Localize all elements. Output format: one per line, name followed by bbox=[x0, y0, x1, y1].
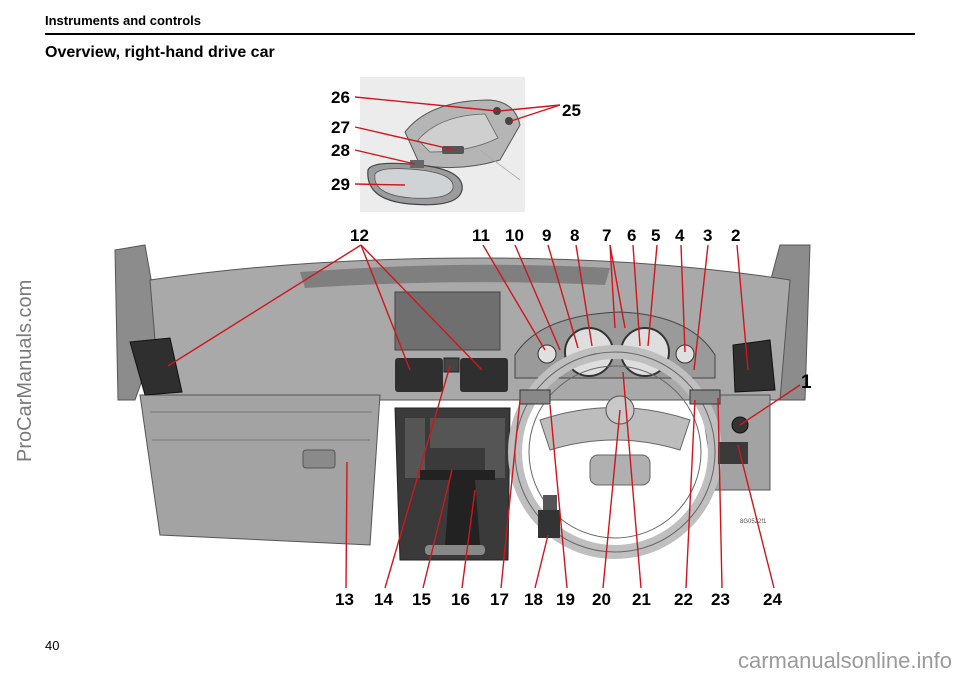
page-number: 40 bbox=[45, 638, 60, 653]
callout-12: 12 bbox=[350, 226, 369, 245]
callout-19: 19 bbox=[556, 590, 575, 609]
leader-lines bbox=[167, 96, 801, 589]
callout-numbers: 26 25 27 28 29 12 11 10 9 8 7 6 5 4 3 2 … bbox=[331, 88, 812, 609]
page-title: Overview, right-hand drive car bbox=[45, 44, 275, 61]
callout-15: 15 bbox=[412, 590, 431, 609]
callout-7: 7 bbox=[602, 226, 611, 245]
callout-8: 8 bbox=[570, 226, 579, 245]
section-header: Instruments and controls bbox=[45, 13, 202, 28]
callout-28: 28 bbox=[331, 141, 350, 160]
side-watermark: ProCarManuals.com bbox=[14, 279, 36, 462]
callout-25: 25 bbox=[562, 101, 581, 120]
dashboard-body bbox=[114, 244, 811, 561]
overhead-console-inset bbox=[360, 77, 525, 212]
callout-23: 23 bbox=[711, 590, 730, 609]
callout-24: 24 bbox=[763, 590, 782, 609]
callout-13: 13 bbox=[335, 590, 354, 609]
callout-22: 22 bbox=[674, 590, 693, 609]
callout-11: 11 bbox=[472, 226, 490, 245]
callout-1: 1 bbox=[801, 372, 812, 393]
callout-18: 18 bbox=[524, 590, 543, 609]
callout-27: 27 bbox=[331, 118, 350, 137]
callout-5: 5 bbox=[651, 226, 660, 245]
callout-21: 21 bbox=[632, 590, 651, 609]
callout-20: 20 bbox=[592, 590, 611, 609]
callout-14: 14 bbox=[374, 590, 393, 609]
callout-26: 26 bbox=[331, 88, 350, 107]
callout-17: 17 bbox=[490, 590, 509, 609]
callout-29: 29 bbox=[331, 175, 350, 194]
callout-9: 9 bbox=[542, 226, 551, 245]
callout-2: 2 bbox=[731, 226, 740, 245]
callout-6: 6 bbox=[627, 226, 636, 245]
callout-16: 16 bbox=[451, 590, 470, 609]
header-rule bbox=[45, 33, 915, 35]
callout-3: 3 bbox=[703, 226, 712, 245]
image-code: 8G0522f1 bbox=[740, 519, 767, 525]
bottom-watermark: carmanualsonline.info bbox=[737, 648, 952, 673]
callout-10: 10 bbox=[505, 226, 524, 245]
callout-4: 4 bbox=[675, 226, 685, 245]
